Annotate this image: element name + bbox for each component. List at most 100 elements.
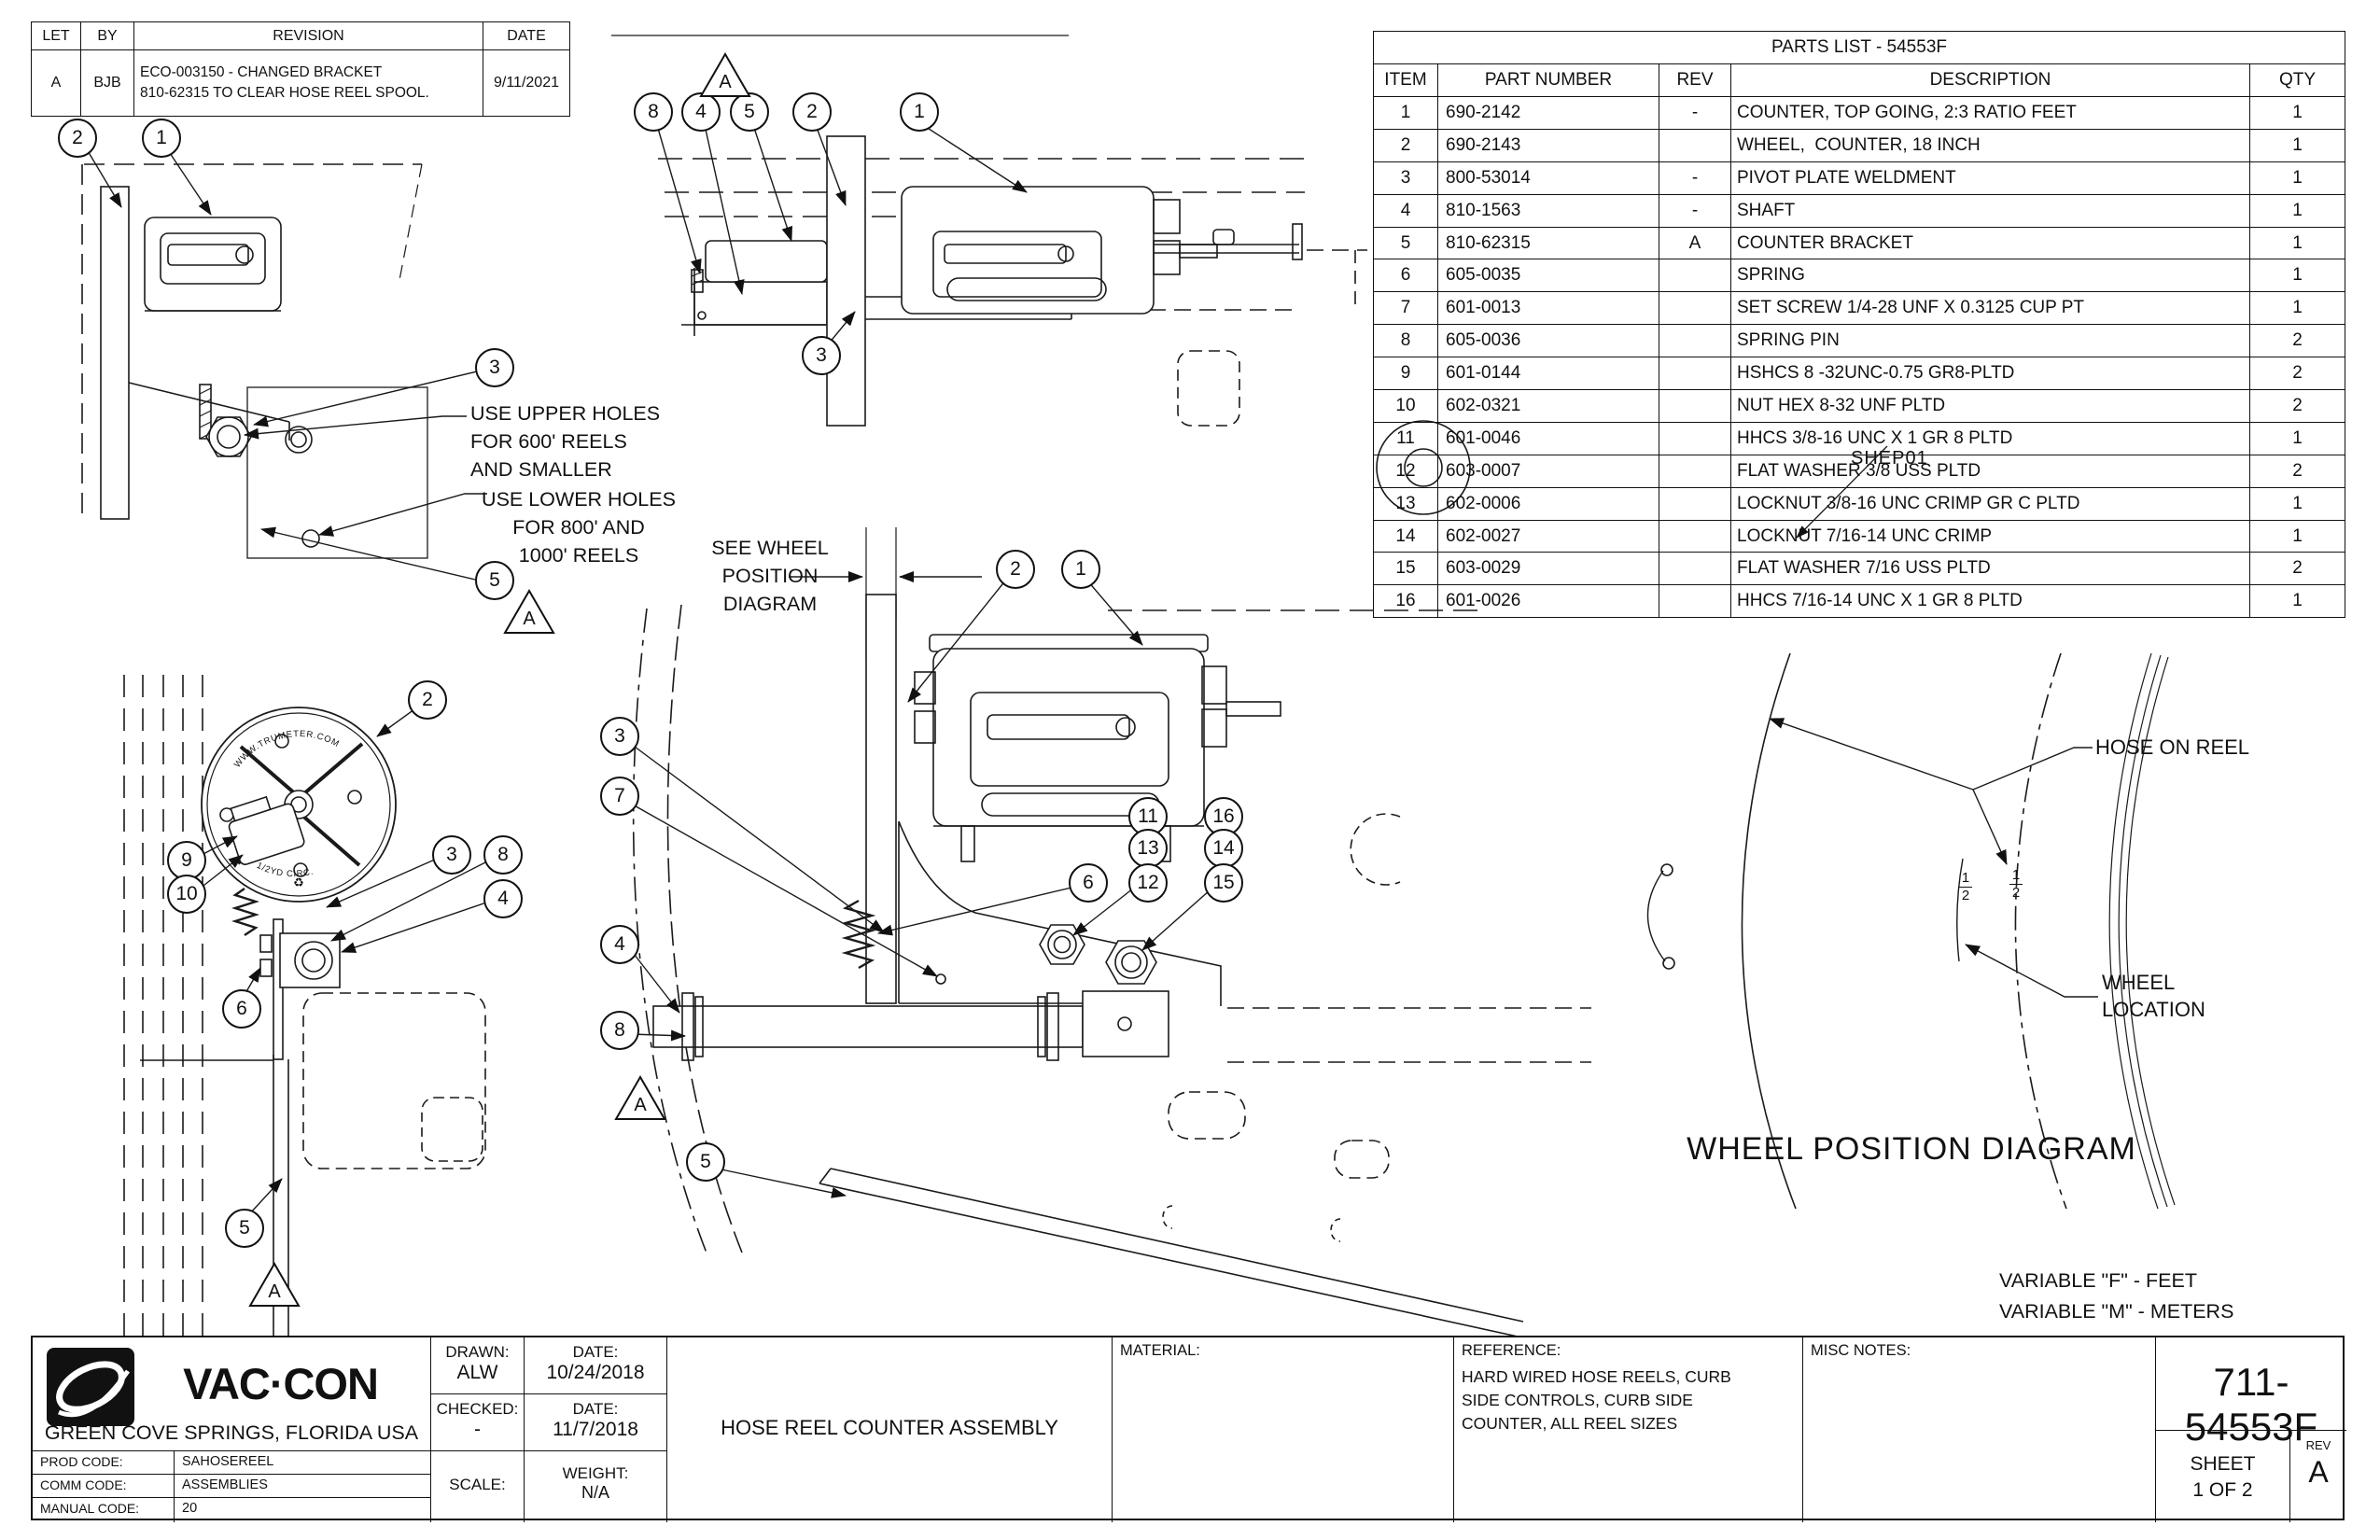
parts-cell-qty: 1: [2248, 193, 2346, 228]
rev-by: BJB: [80, 49, 134, 117]
sheet-label: SHEET: [2190, 1453, 2256, 1475]
parts-cell-part_number: 602-0027: [1437, 519, 1659, 553]
revision-header-row: LET BY REVISION DATE: [31, 21, 570, 50]
parts-cell-rev: [1659, 486, 1731, 521]
parts-cell-qty: 1: [2248, 161, 2346, 195]
parts-cell-rev: [1659, 324, 1731, 358]
checked-cell: CHECKED: -: [431, 1394, 525, 1451]
parts-cell-description: COUNTER, TOP GOING, 2:3 RATIO FEET: [1730, 96, 2250, 130]
note-upper-holes: USE UPPER HOLES FOR 600' REELS AND SMALL…: [470, 402, 661, 481]
parts-cell-qty: 1: [2248, 259, 2346, 293]
drawing-number: 711-54553F: [2184, 1360, 2318, 1449]
sheet-number: 1 OF 2: [2192, 1479, 2253, 1501]
label-hose-on-reel: HOSE ON REEL: [2095, 735, 2250, 759]
comm-code-value: ASSEMBLIES: [175, 1475, 431, 1498]
comm-code-label: COMM CODE:: [33, 1475, 175, 1498]
parts-cell-item: 2: [1373, 128, 1438, 162]
parts-cell-item: 16: [1373, 584, 1438, 619]
view-center: [630, 420, 1591, 1337]
parts-cell-description: NUT HEX 8-32 UNF PLTD: [1730, 389, 2250, 423]
rev-col-by: BY: [80, 21, 134, 50]
parts-cell-qty: 1: [2248, 421, 2346, 455]
parts-cell-description: HHCS 7/16-14 UNC X 1 GR 8 PLTD: [1730, 584, 2250, 619]
parts-cell-rev: A: [1659, 226, 1731, 260]
weight-label: WEIGHT:: [562, 1464, 629, 1482]
parts-cell-part_number: 601-0026: [1437, 584, 1659, 619]
parts-cell-part_number: 601-0046: [1437, 421, 1659, 455]
label-wheel-location: WHEEL LOCATION: [2102, 971, 2205, 1021]
rev-label: REV: [2305, 1438, 2331, 1452]
parts-cell-rev: [1659, 584, 1731, 619]
reference-cell: REFERENCE: HARD WIRED HOSE REELS, CURB S…: [1454, 1337, 1803, 1522]
variable-notes: VARIABLE "F" - FEET VARIABLE "M" - METER…: [1999, 1269, 2234, 1323]
parts-cell-description: HSHCS 8 -32UNC-0.75 GR8-PLTD: [1730, 357, 2250, 391]
parts-cell-qty: 1: [2248, 291, 2346, 326]
fraction-half-left: 1 2: [1953, 871, 1978, 903]
scale-label: SCALE:: [449, 1476, 506, 1493]
fraction-bar: [1959, 887, 1972, 888]
parts-cell-item: 1: [1373, 96, 1438, 130]
parts-cell-rev: [1659, 128, 1731, 162]
checked-label: CHECKED:: [436, 1400, 519, 1418]
parts-cell-item: 12: [1373, 454, 1438, 488]
parts-cell-qty: 1: [2248, 226, 2346, 260]
parts-cell-description: SPRING PIN: [1730, 324, 2250, 358]
overlap-leader: [1796, 445, 1888, 539]
parts-cell-item: 10: [1373, 389, 1438, 423]
col-qty: QTY: [2248, 63, 2346, 97]
parts-cell-rev: [1659, 454, 1731, 488]
fraction-num: 1: [2011, 867, 2021, 883]
rev-date: 9/11/2021: [483, 49, 570, 117]
drawn-cell: DRAWN: ALW: [431, 1337, 525, 1394]
parts-cell-item: 6: [1373, 259, 1438, 293]
parts-cell-part_number: 605-0035: [1437, 259, 1659, 293]
fraction-num: 1: [1961, 870, 1970, 886]
parts-cell-description: FLAT WASHER 3/8 USS PLTD: [1730, 454, 2250, 488]
fraction-den: 2: [1961, 888, 1970, 903]
checked-date-label: DATE:: [572, 1400, 619, 1418]
drawn-label: DRAWN:: [445, 1343, 510, 1361]
parts-cell-rev: [1659, 259, 1731, 293]
weight-cell: WEIGHT: N/A: [525, 1451, 667, 1522]
reference-text: HARD WIRED HOSE REELS, CURB SIDE CONTROL…: [1462, 1367, 1731, 1433]
parts-list-header-row: ITEM PART NUMBER REV DESCRIPTION QTY: [1373, 63, 2346, 97]
rev-let: A: [31, 49, 81, 117]
parts-cell-part_number: 690-2143: [1437, 128, 1659, 162]
parts-cell-rev: -: [1659, 193, 1731, 228]
sheet-cell: SHEET 1 OF 2: [2156, 1431, 2290, 1522]
parts-cell-rev: [1659, 519, 1731, 553]
scale-cell: SCALE:: [431, 1451, 525, 1522]
parts-cell-qty: 2: [2248, 454, 2346, 488]
revision-table: LET BY REVISION DATE A BJB ECO-003150 - …: [31, 21, 570, 117]
wheel-position-diagram: [1646, 652, 2176, 1210]
parts-cell-qty: 2: [2248, 324, 2346, 358]
parts-cell-description: LOCKNUT 3/8-16 UNC CRIMP GR C PLTD: [1730, 486, 2250, 521]
parts-cell-description: COUNTER BRACKET: [1730, 226, 2250, 260]
view-top-middle: [611, 35, 1367, 427]
manual-code-value: 20: [175, 1498, 431, 1522]
parts-cell-description: SPRING: [1730, 259, 2250, 293]
col-item: ITEM: [1373, 63, 1438, 97]
parts-cell-part_number: 601-0144: [1437, 357, 1659, 391]
parts-cell-part_number: 602-0321: [1437, 389, 1659, 423]
weight-value: N/A: [581, 1483, 609, 1502]
material-cell: MATERIAL:: [1113, 1337, 1454, 1522]
parts-cell-qty: 1: [2248, 128, 2346, 162]
parts-cell-part_number: 603-0029: [1437, 552, 1659, 586]
recycle-icon: ♻: [293, 875, 304, 889]
vac-con-wordmark: VAC·CON: [183, 1359, 379, 1408]
